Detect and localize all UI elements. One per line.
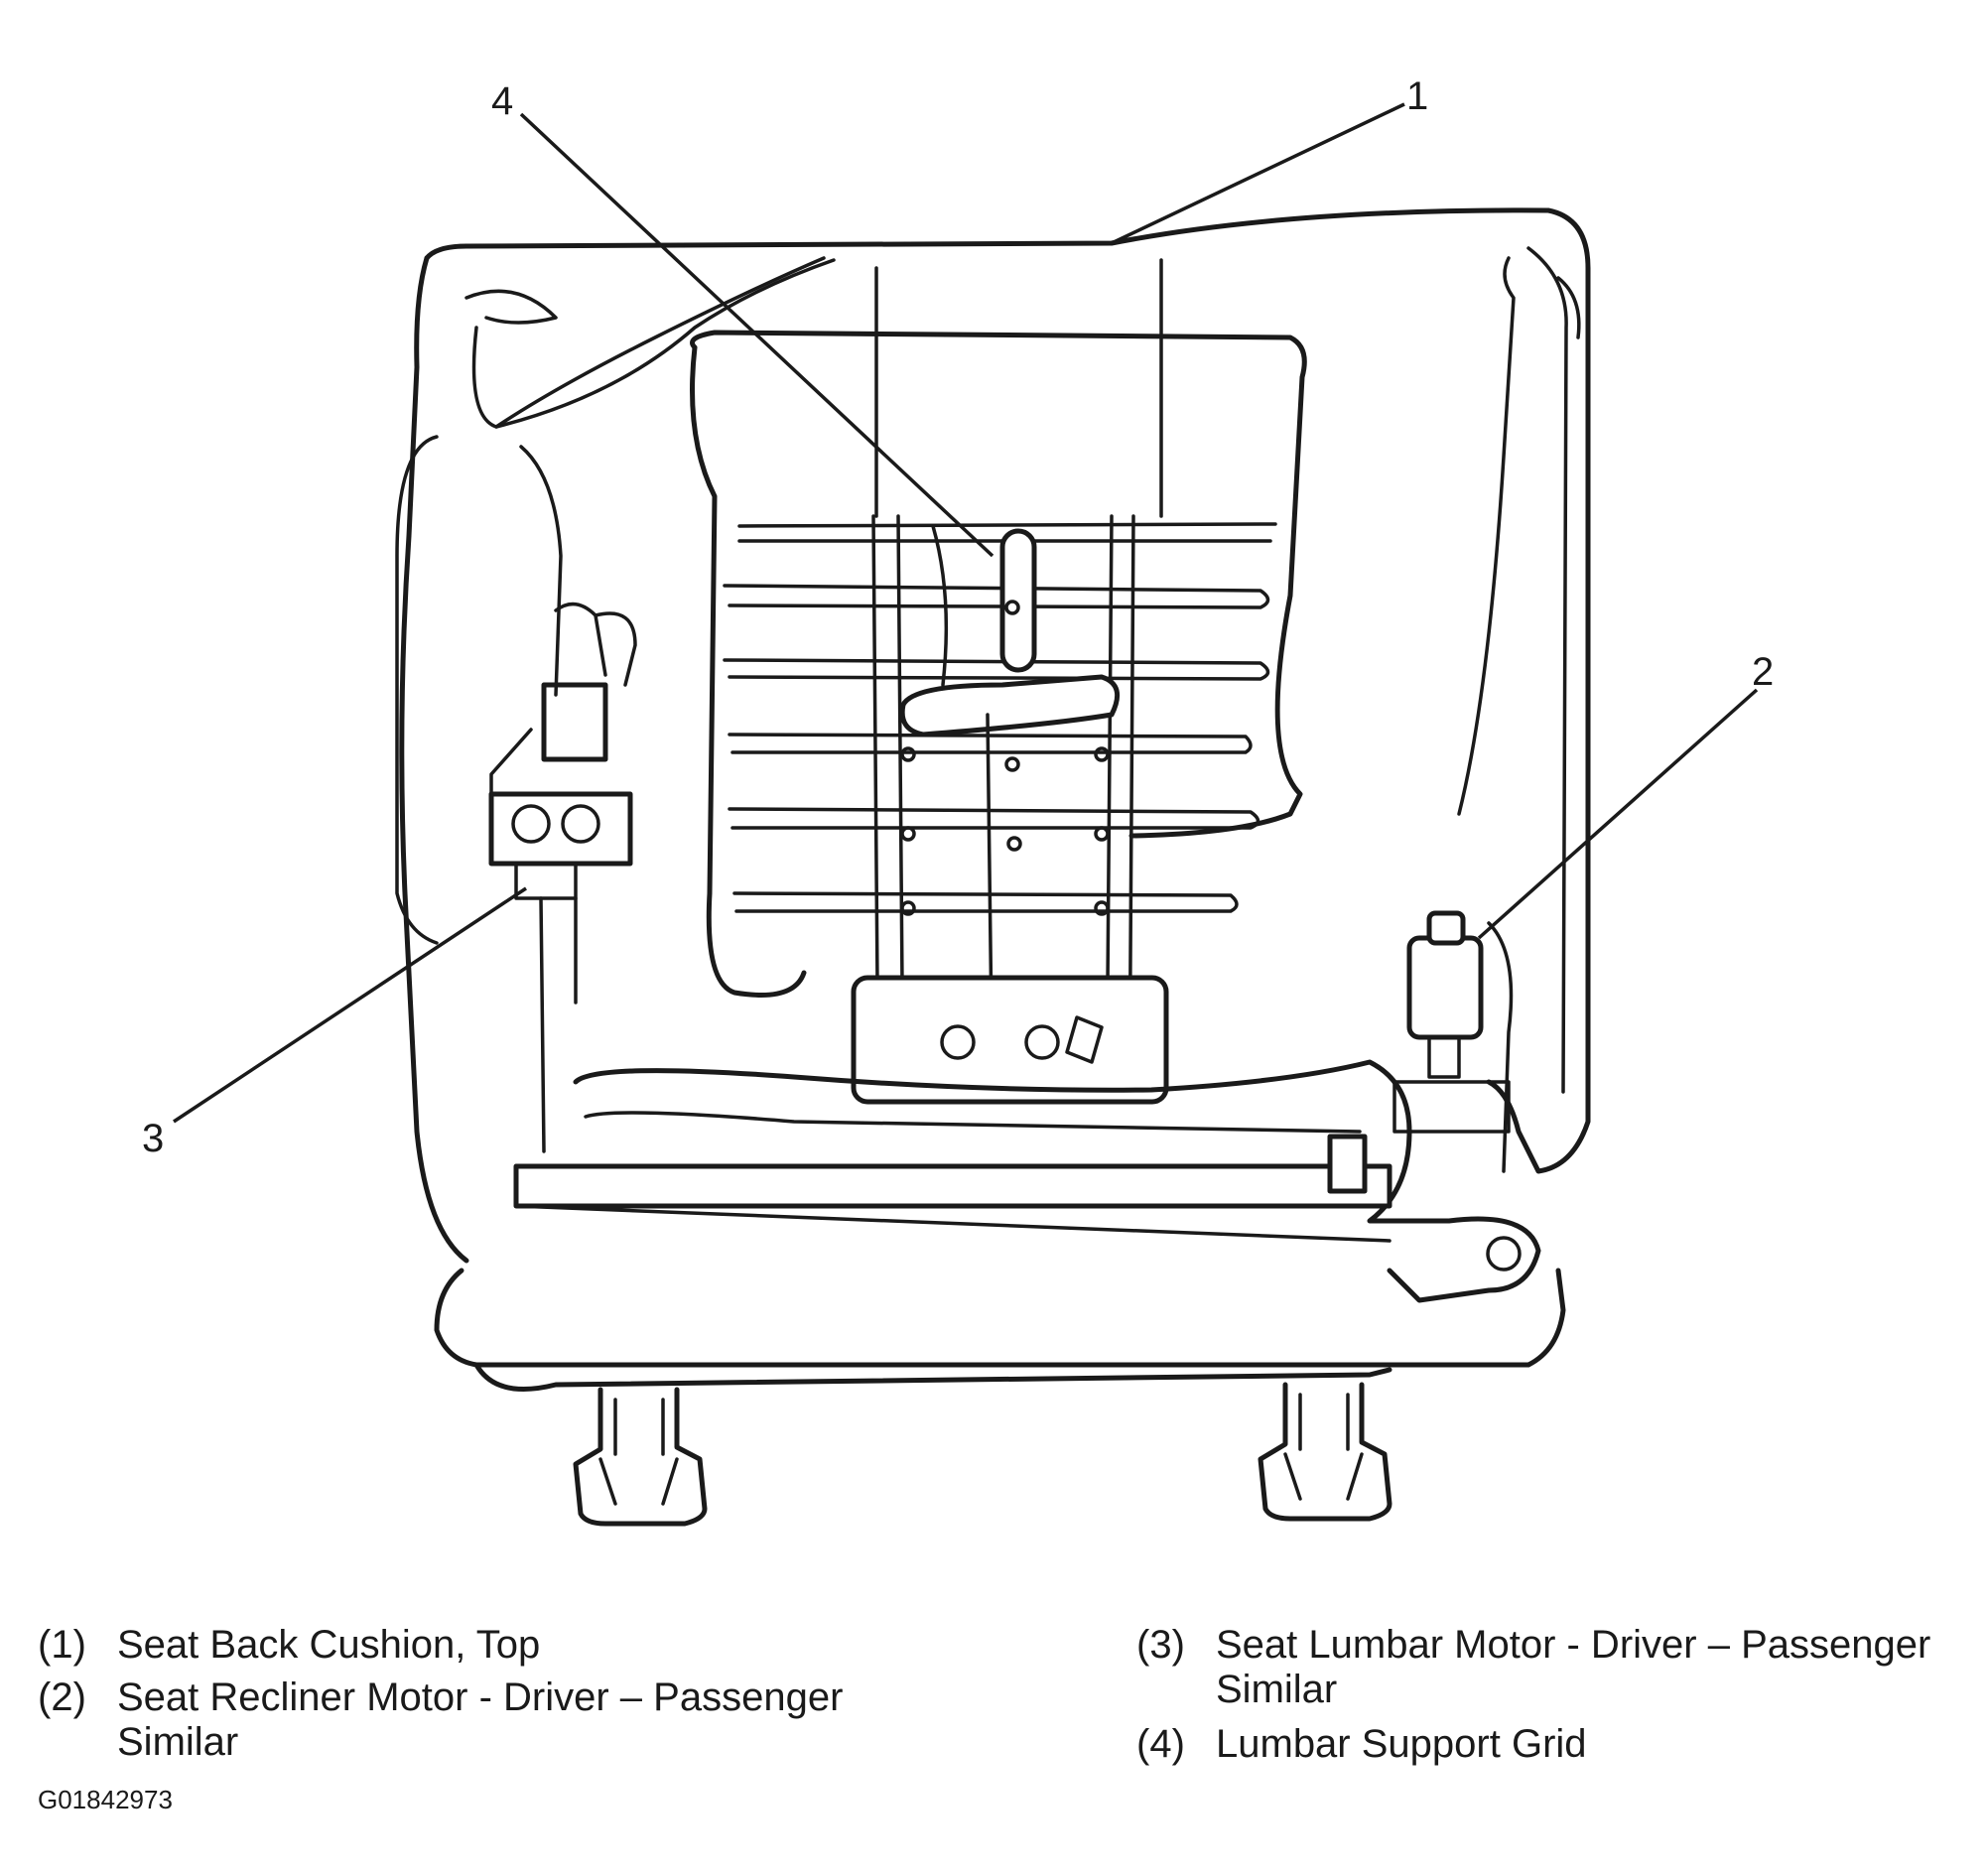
leader-line-3 — [173, 886, 527, 1124]
legend-number: (1) — [38, 1623, 86, 1667]
seat-legs — [573, 1382, 1392, 1527]
legend-item-2: (2) Seat Recliner Motor - Driver – Passe… — [38, 1675, 843, 1765]
lumbar-support-grid — [690, 258, 1307, 1105]
legend-item-1: (1) Seat Back Cushion, Top — [38, 1623, 540, 1668]
legend-label-continued: Similar — [1216, 1668, 1338, 1711]
callout-3: 3 — [142, 1117, 164, 1160]
callout-1: 1 — [1406, 74, 1428, 118]
legend-item-4: (4) Lumbar Support Grid — [1136, 1722, 1587, 1767]
seat-base — [434, 1059, 1566, 1392]
legend-item-3: (3) Seat Lumbar Motor - Driver – Passeng… — [1136, 1623, 1930, 1712]
callout-2: 2 — [1752, 650, 1774, 694]
leader-line-1 — [1111, 102, 1405, 245]
legend-label: Seat Back Cushion, Top — [117, 1623, 541, 1667]
legend-number: (2) — [38, 1675, 86, 1719]
leader-line-2 — [1477, 688, 1759, 940]
callout-4: 4 — [491, 79, 513, 123]
legend-number: (4) — [1136, 1722, 1185, 1766]
figure-id: G01842973 — [38, 1785, 173, 1814]
seat-lumbar-motor — [488, 445, 637, 1153]
seat-back-diagram: 1 2 3 4 — [142, 74, 1774, 1527]
leader-line-4 — [519, 112, 994, 558]
legend-label: Seat Recliner Motor - Driver – Passenger — [117, 1675, 844, 1719]
seat-recliner-motor — [1392, 910, 1514, 1173]
legend-label: Lumbar Support Grid — [1216, 1722, 1587, 1766]
legend-label: Seat Lumbar Motor - Driver – Passenger — [1216, 1623, 1931, 1667]
legend-number: (3) — [1136, 1623, 1185, 1667]
legend-label-continued: Similar — [117, 1720, 239, 1764]
